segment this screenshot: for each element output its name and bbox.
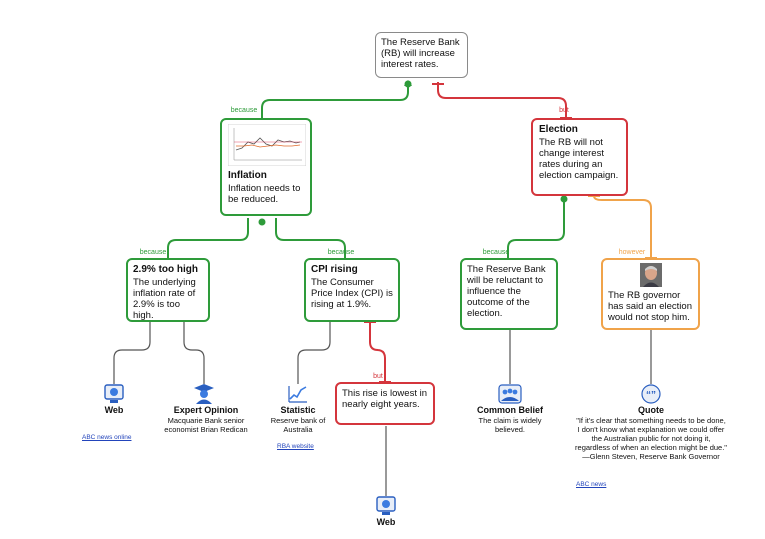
because-connector-cpi <box>275 218 346 258</box>
cpi-text: The Consumer Price Index (CPI) is rising… <box>311 277 393 310</box>
quote-author: —Glenn Steven, Reserve Bank Governor <box>582 452 720 461</box>
because-label: because <box>327 249 355 256</box>
lowest-text: This rise is lowest in nearly eight year… <box>342 388 427 410</box>
because-connector-reluctant <box>507 196 565 258</box>
cpi-title: CPI rising <box>311 264 358 275</box>
however-label: however <box>618 249 646 256</box>
expert-opinion-icon <box>194 384 214 404</box>
cpi-box[interactable]: CPI rising The Consumer Price Index (CPI… <box>304 258 400 322</box>
web-evidence: Web <box>84 404 144 416</box>
common-belief-icon <box>498 384 522 404</box>
reluctant-box[interactable]: The Reserve Bank will be reluctant to in… <box>460 258 558 330</box>
web-title: Web <box>104 405 124 415</box>
expert-opinion-evidence: Expert Opinion Macquarie Bank senior eco… <box>164 404 248 435</box>
election-text: The RB will not change interest rates du… <box>539 137 619 181</box>
expert-opinion-text: Macquarie Bank senior economist Brian Re… <box>164 416 248 434</box>
web-icon <box>376 496 396 515</box>
but-connector-lowest <box>369 320 386 382</box>
inflation-text: Inflation needs to be reduced. <box>228 183 301 205</box>
main-claim-box[interactable]: The Reserve Bank (RB) will increase inte… <box>375 32 468 78</box>
because-connector-too-high <box>167 218 249 258</box>
quote-evidence: Quote "If it's clear that something need… <box>575 404 727 462</box>
inflation-title: Inflation <box>228 170 267 181</box>
inflation-chart-thumbnail <box>228 124 306 166</box>
election-title: Election <box>539 124 578 135</box>
inflation-box[interactable]: Inflation Inflation needs to be reduced. <box>220 118 312 216</box>
web-title: Web <box>376 517 396 527</box>
abc-news-link[interactable]: ABC news <box>576 481 607 488</box>
svg-text:“”: “” <box>646 390 656 401</box>
because-connector-inflation <box>261 82 409 118</box>
but-label: but <box>373 373 383 380</box>
expert-opinion-title: Expert Opinion <box>173 405 239 415</box>
election-box[interactable]: Election The RB will not change interest… <box>531 118 628 196</box>
quote-title: Quote <box>638 405 664 415</box>
statistic-text: Reserve bank of Australia <box>270 416 326 434</box>
statistic-title: Statistic <box>280 405 316 415</box>
because-label: because <box>230 107 258 114</box>
common-belief-text: The claim is widely believed. <box>478 416 542 434</box>
but-label: but <box>559 107 569 114</box>
main-claim-text: The Reserve Bank (RB) will increase inte… <box>381 37 460 70</box>
governor-box[interactable]: The RB governor has said an election wou… <box>601 258 700 330</box>
too-high-text: The underlying inflation rate of 2.9% is… <box>133 277 196 321</box>
web-icon <box>104 384 124 403</box>
common-belief-evidence: Common Belief The claim is widely believ… <box>466 404 554 435</box>
quote-icon: “” <box>641 384 661 404</box>
common-belief-title: Common Belief <box>476 405 543 415</box>
web-evidence: Web <box>356 516 416 528</box>
rba-website-link[interactable]: RBA website <box>277 443 314 450</box>
too-high-title: 2.9% too high <box>133 264 198 275</box>
governor-photo <box>639 263 662 287</box>
statistic-icon <box>288 386 307 403</box>
lowest-box[interactable]: This rise is lowest in nearly eight year… <box>335 382 435 425</box>
too-high-box[interactable]: 2.9% too high The underlying inflation r… <box>126 258 210 322</box>
statistic-evidence: Statistic Reserve bank of Australia <box>268 404 328 435</box>
because-label: because <box>482 249 510 256</box>
reluctant-text: The Reserve Bank will be reluctant to in… <box>467 264 546 319</box>
because-label: because <box>139 249 167 256</box>
governor-text: The RB governor has said an election wou… <box>608 290 692 323</box>
but-connector-election <box>437 82 567 118</box>
abc-news-online-link[interactable]: ABC news online <box>82 434 132 441</box>
quote-text: "If it's clear that something needs to b… <box>575 416 727 452</box>
however-connector-governor <box>593 195 652 258</box>
